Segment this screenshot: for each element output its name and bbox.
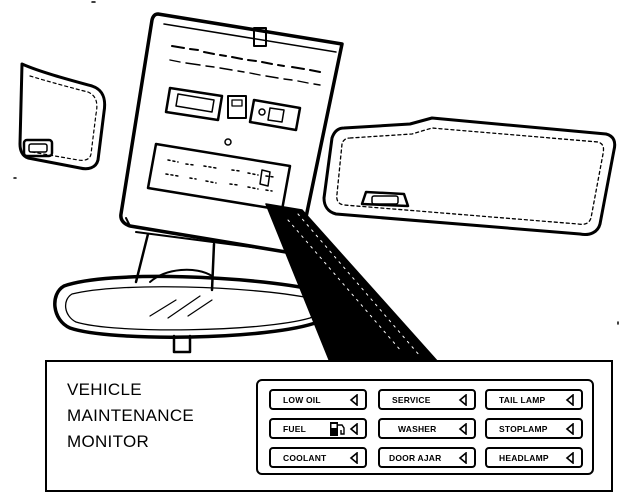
callout-wedge <box>265 203 439 363</box>
indicator-door-ajar: DOOR AJAR <box>378 447 476 468</box>
indicator-fuel: FUEL <box>269 418 367 439</box>
left-sun-visor <box>18 62 107 171</box>
indicator-label: HEADLAMP <box>499 453 549 463</box>
vehicle-maintenance-monitor-callout: VEHICLE MAINTENANCE MONITOR LOW OIL SERV… <box>45 360 613 492</box>
indicator-label: TAIL LAMP <box>499 395 546 405</box>
arrow-left-icon <box>565 423 574 435</box>
indicator-label: FUEL <box>283 424 306 434</box>
indicator-service: SERVICE <box>378 389 476 410</box>
indicator-label: WASHER <box>398 424 437 434</box>
arrow-left-icon <box>349 423 358 435</box>
mirror-mount <box>134 232 216 292</box>
overhead-console <box>119 12 344 255</box>
indicator-coolant: COOLANT <box>269 447 367 468</box>
arrow-left-icon <box>458 452 467 464</box>
indicator-low-oil: LOW OIL <box>269 389 367 410</box>
arrow-left-icon <box>458 423 467 435</box>
indicator-tail-lamp: TAIL LAMP <box>485 389 583 410</box>
monitor-title-line: MONITOR <box>67 432 150 451</box>
arrow-left-icon <box>349 452 358 464</box>
indicator-headlamp: HEADLAMP <box>485 447 583 468</box>
arrow-left-icon <box>565 394 574 406</box>
indicator-label: STOPLAMP <box>499 424 548 434</box>
monitor-title-line: MAINTENANCE <box>67 406 195 425</box>
indicator-label: LOW OIL <box>283 395 321 405</box>
indicator-panel: LOW OIL SERVICE TAIL LAMP FUEL WASHER <box>256 379 594 475</box>
indicator-stoplamp: STOPLAMP <box>485 418 583 439</box>
indicator-label: SERVICE <box>392 395 431 405</box>
indicator-washer: WASHER <box>378 418 476 439</box>
fuel-pump-icon <box>330 422 345 436</box>
monitor-title: VEHICLE MAINTENANCE MONITOR <box>67 377 267 455</box>
indicator-label: COOLANT <box>283 453 327 463</box>
arrow-left-icon <box>349 394 358 406</box>
indicator-label: DOOR AJAR <box>389 453 442 463</box>
arrow-left-icon <box>565 452 574 464</box>
arrow-left-icon <box>458 394 467 406</box>
monitor-title-line: VEHICLE <box>67 380 142 399</box>
right-sun-visor <box>322 116 617 236</box>
rear-view-mirror <box>53 274 333 354</box>
